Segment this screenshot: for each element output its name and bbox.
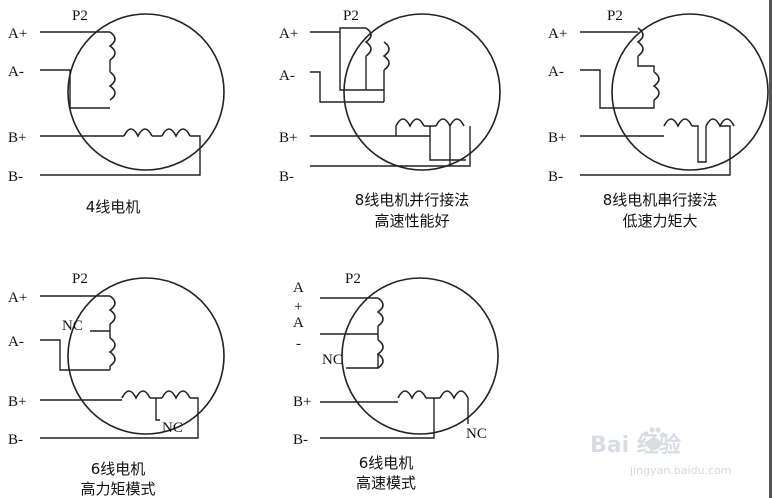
caption-line-2: 高力矩模式	[80, 480, 155, 498]
coil-a	[376, 297, 384, 369]
terminal-b-minus: B-	[8, 169, 23, 185]
terminal-a-plus: A+	[8, 290, 27, 306]
caption-line-2: 低速力矩大	[622, 212, 697, 230]
p2-label: P2	[72, 8, 88, 24]
nc-label-b: NC	[162, 420, 183, 436]
diagram-8-wire-parallel: P2 A+ A- B+ B- 8线电机并行接法 高速性能好	[279, 8, 501, 230]
coil-b	[123, 128, 191, 138]
diagram-6-wire-high-speed: P2 A + A - B+ B- NC NC 6线电机 高速模式	[293, 271, 499, 492]
terminal-a-plus: A+	[548, 26, 567, 42]
coil-a	[108, 295, 116, 367]
coil-b	[397, 390, 469, 400]
p2-label: P2	[607, 8, 623, 24]
terminal-a-plus: A+	[8, 26, 27, 42]
wires	[320, 297, 469, 439]
p2-label: P2	[72, 271, 88, 287]
caption-line-2: 高速模式	[356, 474, 416, 492]
terminal-a-bottom: A	[293, 315, 304, 331]
caption-line-1: 4线电机	[86, 198, 141, 216]
terminal-b-minus: B-	[293, 432, 308, 448]
terminal-b-minus: B-	[8, 432, 23, 448]
diagram-6-wire-high-torque: P2 A+ A- B+ B- NC NC 6线电机 高力矩模式	[8, 271, 225, 498]
terminal-a-top: A	[293, 280, 304, 296]
diagram-4-wire: P2 A+ A- B+ B- 4线电机	[8, 8, 225, 216]
coil-a	[364, 27, 390, 71]
right-edge-border	[769, 0, 772, 498]
baidu-watermark: Bai 经验 jingyan.baidu.com	[590, 427, 732, 477]
terminal-plus-sign: +	[294, 299, 302, 315]
terminal-a-minus: A-	[8, 334, 24, 350]
coil-a	[636, 27, 660, 101]
nc-label-b: NC	[466, 426, 487, 442]
terminal-b-plus: B+	[8, 394, 26, 410]
terminal-b-plus: B+	[279, 130, 297, 146]
coil-b	[395, 118, 465, 128]
caption-line-1: 6线电机	[91, 460, 146, 478]
terminal-b-minus: B-	[279, 169, 294, 185]
terminal-b-minus: B-	[548, 169, 563, 185]
caption-line-2: 高速性能好	[374, 212, 449, 230]
nc-label-a: NC	[62, 318, 83, 334]
terminal-b-plus: B+	[8, 130, 26, 146]
caption-line-1: 8线电机并行接法	[355, 191, 470, 209]
coil-a	[108, 31, 116, 101]
watermark-url: jingyan.baidu.com	[629, 464, 732, 477]
wires	[40, 31, 201, 176]
terminal-a-minus: A-	[8, 64, 24, 80]
diagram-8-wire-series: P2 A+ A- B+ B- 8线电机串行接法 低速力矩大	[548, 8, 769, 230]
terminal-b-plus: B+	[293, 394, 311, 410]
wires	[310, 27, 471, 167]
motor-circle	[67, 277, 225, 435]
terminal-a-minus: A-	[279, 68, 295, 84]
terminal-minus-sign: -	[296, 336, 301, 352]
nc-label-a: NC	[322, 352, 343, 368]
terminal-b-plus: B+	[548, 130, 566, 146]
motor-circle	[67, 13, 225, 171]
paw-icon	[643, 427, 666, 450]
caption-line-1: 8线电机串行接法	[603, 191, 718, 209]
watermark-brand: Bai 经验	[590, 432, 681, 458]
terminal-a-minus: A-	[548, 64, 564, 80]
caption-line-1: 6线电机	[359, 454, 414, 472]
motor-circle	[343, 13, 501, 171]
p2-label: P2	[345, 271, 361, 287]
motor-circle	[341, 277, 499, 435]
terminal-a-plus: A+	[279, 26, 298, 42]
p2-label: P2	[343, 8, 359, 24]
motor-circle	[611, 13, 769, 171]
coil-b	[663, 118, 735, 128]
wires	[580, 31, 731, 176]
coil-b	[121, 390, 191, 400]
wires	[40, 295, 199, 439]
